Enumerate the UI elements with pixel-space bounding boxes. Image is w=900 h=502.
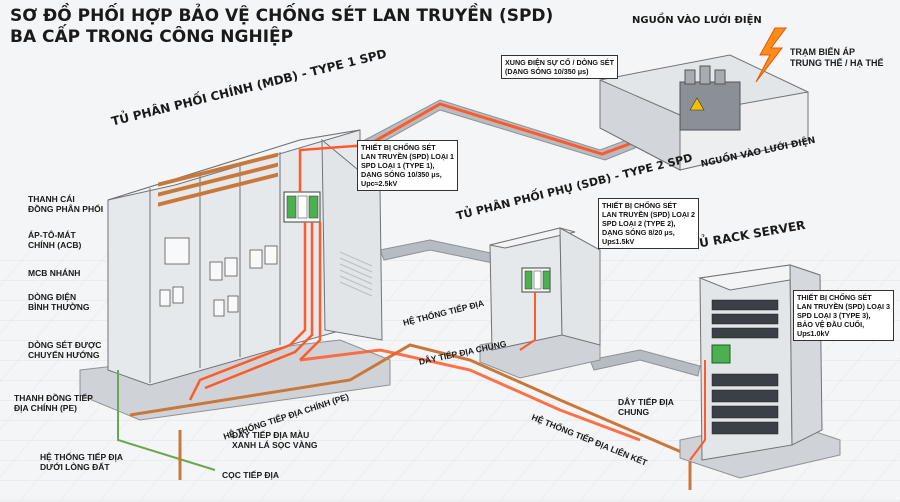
common-ground-wire-label-line: DÂY TIẾP ĐỊA (618, 397, 674, 407)
grounding-strip (129, 343, 701, 462)
sdb-spd-note-line: Up≤1.5kV (602, 237, 635, 246)
copper-busbars (158, 152, 278, 207)
substation (599, 54, 809, 171)
rack-spd-note: THIẾT BỊ CHỐNG SÉT LAN TRUYỀN (SPD) LOẠI… (793, 290, 895, 341)
type1-spd (283, 191, 321, 223)
mdb-spd-note-line: THIẾT BỊ CHỐNG SÉT (361, 143, 436, 152)
sdb-door (559, 227, 601, 346)
acb-device (164, 237, 190, 265)
type3-spd (711, 344, 731, 364)
grid-title: NGUỒN VÀO LƯỚI ĐIỆN (632, 15, 762, 26)
mdb-surge-wires (188, 143, 369, 401)
mcb-label: MCB NHÁNH (28, 268, 81, 278)
title-line-2: BA CẤP TRONG CÔNG NGHIỆP (10, 27, 294, 47)
page-title: SƠ ĐỒ PHỐI HỢP BẢO VỆ CHỐNG SÉT LAN TRUY… (10, 6, 553, 48)
mdb-cabinet (107, 129, 383, 386)
surge-path-floor (299, 348, 641, 442)
mdb-spd-note-line: LAN TRUYỀN (SPD) LOẠI 1 (361, 152, 455, 161)
common-ground-wire-label-line: CHUNG (618, 407, 650, 417)
ground-rod-label: CỌC TIẾP ĐỊA (222, 470, 279, 480)
busbar-label: THANH CÁI ĐỒNG PHÂN PHỐI (28, 194, 103, 214)
rack-spd-note-line: LAN TRUYỀN (SPD) LOẠI 3 (797, 302, 891, 311)
transformer-label-line: TRẠM BIẾN ÁP (790, 47, 855, 57)
mdb-spd-note-line: Upc≈2.5kV (361, 179, 398, 188)
transformer-label-line: TRUNG THẾ / HẠ THẾ (790, 58, 884, 68)
sdb-spd-note: THIẾT BỊ CHỐNG SÉT LAN TRUYỀN (SPD) LOẠI… (598, 198, 700, 249)
mdb-plinth (79, 339, 391, 421)
sdb-cabinet (489, 227, 601, 351)
cable-tray-rack (589, 349, 701, 377)
mdb-spd-note-line: SPD LOẠI 1 (TYPE 1), (361, 161, 435, 170)
underground-label: HỆ THỐNG TIẾP ĐỊA DƯỚI LÒNG ĐẤT (40, 452, 123, 472)
sdb-spd-note-line: THIẾT BỊ CHỐNG SÉT (602, 201, 677, 210)
normal-current-label-line: DÒNG ĐIỆN (28, 292, 77, 302)
rack-spd-note-line: Up≤1.0kV (797, 329, 830, 338)
rack-spd-note-line: SPD LOẠI 3 (TYPE 3), (797, 311, 871, 320)
diverted-current-label-line: CHUYỂN HƯỚNG (28, 350, 100, 360)
normal-current-label-line: BÌNH THƯỜNG (28, 302, 90, 312)
mdb-spd-note: THIẾT BỊ CHỐNG SÉT LAN TRUYỀN (SPD) LOẠI… (357, 140, 459, 191)
busbar-label-line: THANH CÁI (28, 194, 75, 204)
rack-spd-note-line: THIẾT BỊ CHỐNG SÉT (797, 293, 872, 302)
busbar-label-line: ĐỒNG PHÂN PHỐI (28, 204, 104, 214)
sdb-spd-note-line: SPD LOẠI 2 (TYPE 2), (602, 219, 676, 228)
surge-note-line: (DẠNG SÓNG 10/350 μs) (505, 67, 589, 76)
rack-spd-note-line: BẢO VỆ ĐẦU CUỐI, (797, 320, 865, 329)
acb-label: ÁP-TÔ-MÁT CHÍNH (ACB) (28, 230, 81, 250)
warning-sign-icon (689, 97, 705, 111)
underground-label-line: HỆ THỐNG TIẾP ĐỊA (40, 452, 123, 462)
diverted-current-label-line: DÒNG SÉT ĐƯỢC (28, 340, 102, 350)
common-ground-wire-label: DÂY TIẾP ĐỊA CHUNG (618, 397, 674, 417)
lightning-bolt-icon (755, 27, 787, 83)
acb-label-line: ÁP-TÔ-MÁT (28, 230, 76, 240)
surge-note-box: XUNG ĐIỆN SỰ CỐ / DÒNG SÉT (DẠNG SÓNG 10… (501, 55, 618, 79)
green-yellow-label-line: DÂY TIẾP ĐỊA MÀU (232, 430, 310, 440)
type2-spd (521, 267, 551, 293)
transformer (679, 81, 741, 131)
ground-wire-mdb (117, 370, 216, 471)
title-line-1: SƠ ĐỒ PHỐI HỢP BẢO VỆ CHỐNG SÉT LAN TRUY… (10, 6, 554, 26)
sdb-spd-note-line: DẠNG SÓNG 8/20 μs, (602, 228, 675, 237)
green-yellow-wire-label: DÂY TIẾP ĐỊA MÀU XANH LÁ SỌC VÀNG (232, 430, 317, 450)
green-yellow-label-line: XANH LÁ SỌC VÀNG (232, 440, 318, 450)
normal-current-label: DÒNG ĐIỆN BÌNH THƯỜNG (28, 292, 90, 312)
acb-label-line: CHÍNH (ACB) (28, 240, 82, 250)
pe-bar-label-line: THANH ĐỒNG TIẾP (14, 393, 93, 403)
pe-bar-label: THANH ĐỒNG TIẾP ĐỊA CHÍNH (PE) (14, 393, 93, 413)
pe-bar-label-line: ĐỊA CHÍNH (PE) (14, 403, 77, 413)
underground-label-line: DƯỚI LÒNG ĐẤT (40, 462, 110, 472)
surge-note-line: XUNG ĐIỆN SỰ CỐ / DÒNG SÉT (505, 58, 614, 67)
sdb-spd-note-line: LAN TRUYỀN (SPD) LOẠI 2 (602, 210, 696, 219)
surge-path-tray (367, 102, 641, 156)
diverted-current-label: DÒNG SÉT ĐƯỢC CHUYỂN HƯỚNG (28, 340, 101, 360)
mdb-spd-note-line: DẠNG SÓNG 10/350 μs, (361, 170, 442, 179)
transformer-label: TRẠM BIẾN ÁP TRUNG THẾ / HẠ THẾ (790, 47, 884, 69)
